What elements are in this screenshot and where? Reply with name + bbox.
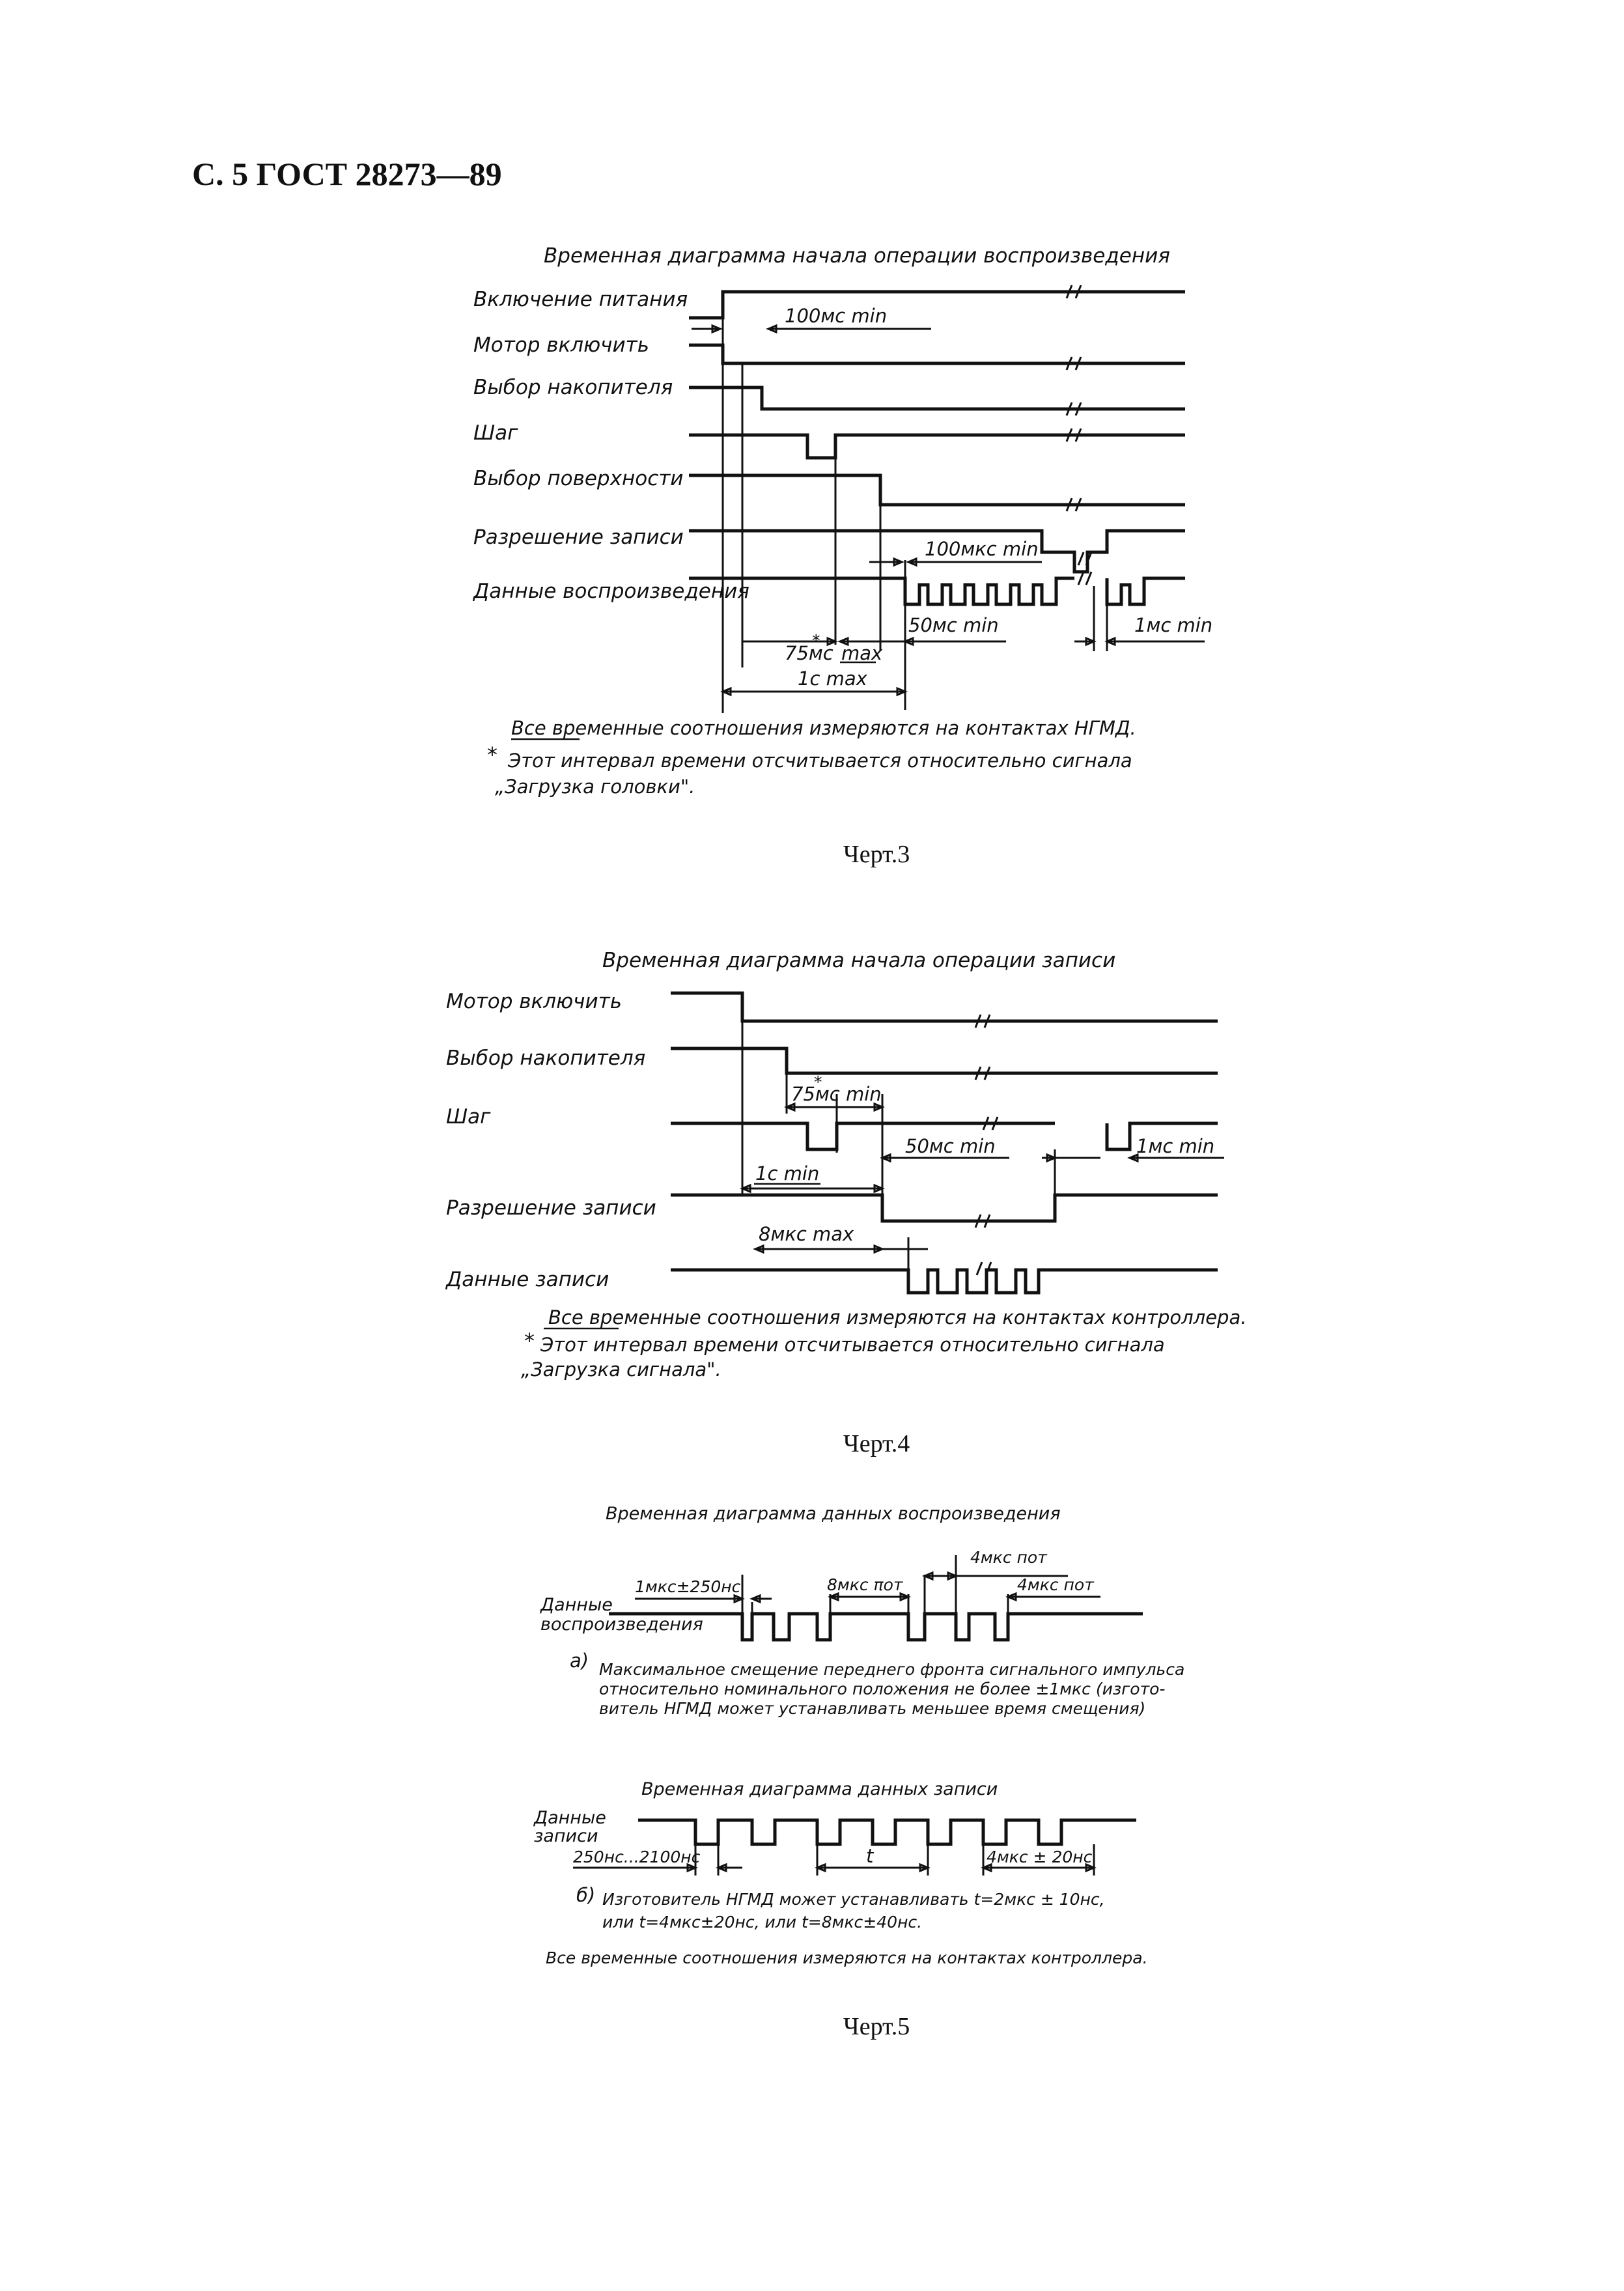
fig5a-wave — [609, 1612, 1143, 1642]
fig5b-t-t: t — [866, 1845, 875, 1867]
fig3-signal-side-select: Выбор поверхности — [473, 467, 683, 490]
fig3-note-2: Этот интервал времени отсчитывается отно… — [507, 750, 1132, 772]
fig3-signal-step: Шаг — [473, 421, 518, 445]
fig4-wave-write-enable — [671, 1193, 1218, 1223]
fig5b-signal-line1: Данные — [533, 1808, 606, 1828]
fig4-note-star: * — [524, 1328, 535, 1353]
fig5b-title: Временная диаграмма данных записи — [641, 1779, 998, 1799]
fig5b-note-1: Изготовитель НГМД может устанавливать t=… — [602, 1890, 1105, 1909]
fig5a-note-1: Максимальное смещение переднего фронта с… — [599, 1660, 1184, 1679]
fig5a-note-2: относительно номинального положения не б… — [599, 1680, 1165, 1698]
fig4-t-75ms: 75мс min — [791, 1083, 882, 1105]
fig3-signal-write-enable: Разрешение записи — [473, 526, 684, 549]
fig3-t-100us: 100мкс min — [925, 538, 1039, 560]
fig3-wave-step — [689, 433, 1185, 460]
fig4-signal-drive-select: Выбор накопителя — [446, 1047, 645, 1070]
fig3-t-75ms-star: * — [812, 631, 820, 650]
fig3-t-100ms: 100мс min — [785, 305, 887, 327]
fig4-wave-step — [671, 1121, 1218, 1151]
fig3-wave-drive-select — [689, 386, 1185, 411]
fig3-wave-write-enable — [689, 529, 1185, 574]
fig3-wave-side-select — [689, 473, 1185, 507]
fig4-t-75ms-star: * — [814, 1073, 822, 1091]
fig5a-title: Временная диаграмма данных воспроизведен… — [606, 1504, 1061, 1524]
fig3-timing-lines — [721, 298, 1108, 713]
fig5a-diagram: Временная диаграмма данных воспроизведен… — [540, 1504, 1184, 1718]
fig3-t-75ms: 75мс — [785, 642, 833, 664]
fig5b-timing-lines — [694, 1844, 1095, 1876]
fig4-t-1s: 1с min — [755, 1162, 819, 1185]
fig3-note-3: „Загрузка головки". — [495, 776, 695, 798]
fig5b-wave — [638, 1818, 1136, 1846]
fig4-note-1: Все временные соотношения измеряются на … — [548, 1306, 1246, 1328]
fig4-diagram: Временная диаграмма начала операции запи… — [445, 949, 1246, 1381]
fig5b-diagram: Временная диаграмма данных записи Данные… — [533, 1779, 1148, 1967]
fig5a-t-8us: 8мкс ποт — [827, 1575, 904, 1594]
fig4-t-1ms: 1мс min — [1136, 1135, 1214, 1157]
fig3-signal-drive-select: Выбор накопителя — [473, 376, 673, 399]
fig5a-t-4us-top: 4мкс пот — [970, 1548, 1048, 1567]
fig4-title: Временная диаграмма начала операции запи… — [602, 949, 1115, 972]
fig3-wave-read-data — [689, 576, 1185, 606]
fig3-diagram: Временная диаграмма начала операции восп… — [472, 244, 1212, 798]
fig3-signal-motor: Мотор включить — [473, 333, 649, 357]
fig4-t-50ms: 50мс min — [905, 1135, 996, 1157]
fig3-note-1: Все временные соотношения измеряются на … — [511, 717, 1136, 739]
fig5a-signal-line1: Данные — [540, 1595, 613, 1615]
fig4-break-marks — [974, 1014, 999, 1276]
fig5-caption: Черт.5 — [843, 2013, 910, 2040]
fig3-caption: Черт.3 — [843, 841, 910, 868]
fig5a-note-3: витель НГМД может устанавливать меньшее … — [599, 1699, 1145, 1718]
fig4-signal-step: Шаг — [446, 1105, 491, 1129]
fig4-note-2: Этот интервал времени отсчитывается отно… — [540, 1334, 1165, 1356]
fig3-note-star: * — [487, 742, 497, 767]
fig4-signal-motor: Мотор включить — [446, 990, 622, 1013]
fig4-wave-drive-select — [671, 1047, 1218, 1075]
fig4-caption: Черт.4 — [843, 1430, 910, 1457]
fig5b-t-4us: 4мкс ± 20нс — [987, 1848, 1093, 1866]
fig3-t-1s: 1с max — [798, 668, 868, 690]
fig3-title: Временная диаграмма начала операции восп… — [544, 244, 1170, 268]
fig4-note-3: „Загрузка сигнала". — [521, 1358, 721, 1381]
fig5b-marker: б) — [576, 1884, 595, 1906]
fig5a-signal-line2: воспроизведения — [540, 1614, 703, 1635]
fig3-wave-motor — [689, 343, 1185, 365]
fig5b-t-pulse: 250нс...2100нс — [573, 1848, 701, 1866]
fig3-signal-read-data: Данные воспроизведения — [472, 580, 749, 603]
fig5b-note-2: или t=4мкс±20нс, или t=8мкс±40нс. — [602, 1913, 922, 1932]
fig3-wave-power — [689, 290, 1185, 320]
fig4-wave-write-data — [671, 1268, 1218, 1295]
fig4-t-8us: 8мкс max — [759, 1223, 854, 1245]
fig3-break-marks — [1065, 285, 1093, 585]
fig5a-marker: а) — [570, 1650, 589, 1672]
page-header: С. 5 ГОСТ 28273—89 — [192, 156, 502, 192]
fig4-signal-write-enable: Разрешение записи — [446, 1196, 656, 1220]
fig3-t-1ms: 1мс min — [1134, 614, 1212, 636]
fig5a-t-1us: 1мкс±250нс — [635, 1577, 741, 1596]
fig3-t-50ms: 50мс min — [908, 614, 999, 636]
fig4-signal-write-data: Данные записи — [445, 1268, 609, 1291]
fig3-signal-power: Включение питания — [473, 288, 688, 311]
fig5b-note-3: Все временные соотношения измеряются на … — [546, 1948, 1148, 1967]
fig4-wave-motor — [671, 991, 1218, 1023]
fig5b-signal-line2: записи — [534, 1826, 598, 1846]
fig5a-t-4us: 4мкс пот — [1017, 1575, 1095, 1594]
